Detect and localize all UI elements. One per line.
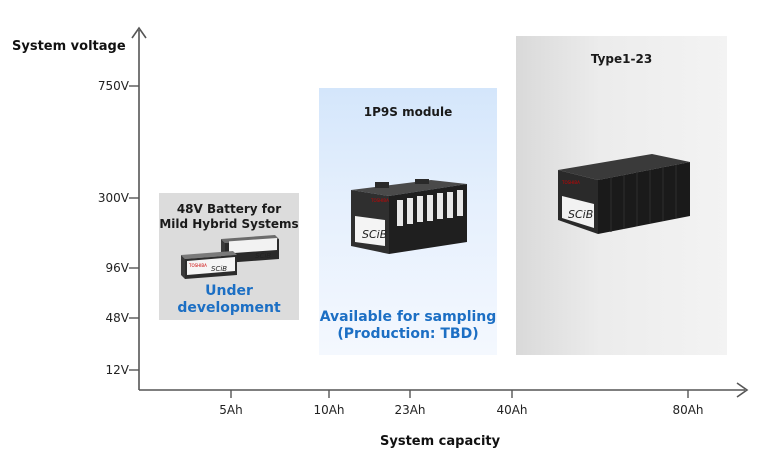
x-tick-label: 10Ah [313,403,345,417]
x-tick-label: 5Ah [219,403,243,417]
mild-front-brand: SCiB [211,265,227,273]
y-tick-label: 48V [105,311,129,325]
module-battery-image: SCiB TOSHIBA [351,179,467,254]
mild-hybrid-status: Under development [159,283,299,317]
mild-hybrid-panel: 48V Battery for Mild Hybrid Systems SCiB… [159,193,299,320]
module-panel: 1P9S module SCiB TOSHIBA Available for s… [319,88,497,355]
x-tick-label: 40Ah [496,403,528,417]
module-status-line-1: Available for sampling [319,309,497,325]
y-tick-label: 750V [97,79,129,93]
type-battery-image: SCiB TOSHIBA [558,154,690,234]
x-tick-label: 23Ah [394,403,426,417]
module-status: Available for sampling (Production: TBD) [319,309,497,343]
y-tick-label: 12V [105,363,129,377]
module-maker: TOSHIBA [370,198,389,203]
mild-back-brand: SCiB [255,252,271,260]
mild-front-maker: TOSHIBA [188,263,207,268]
mild-status-line-2: development [177,300,281,316]
y-tick-label: 300V [97,191,129,205]
module-brand: SCiB [362,228,387,241]
mild-status-line-1: Under [205,283,253,299]
mild-hybrid-title-line-1: 48V Battery for [176,202,282,216]
type-brand: SCiB [568,208,593,221]
type-maker: TOSHIBA [561,180,580,185]
mild-hybrid-battery-image: SCiB TOSHIBA SCiB [181,235,279,279]
mild-hybrid-title-line-2: Mild Hybrid Systems [159,217,299,231]
x-axis-arrow [736,382,749,398]
y-axis-title: System voltage [12,39,126,54]
mild-hybrid-title: 48V Battery for Mild Hybrid Systems [159,202,299,232]
x-axis-title: System capacity [380,434,501,449]
y-tick-label: 96V [105,261,129,275]
y-axis-arrow [131,26,147,39]
type-panel: Type1-23 SCiB TOSHIBA [516,36,727,355]
module-title: 1P9S module [363,105,453,119]
module-status-line-2: (Production: TBD) [337,326,479,342]
type-title: Type1-23 [590,52,653,66]
x-tick-label: 80Ah [672,403,704,417]
